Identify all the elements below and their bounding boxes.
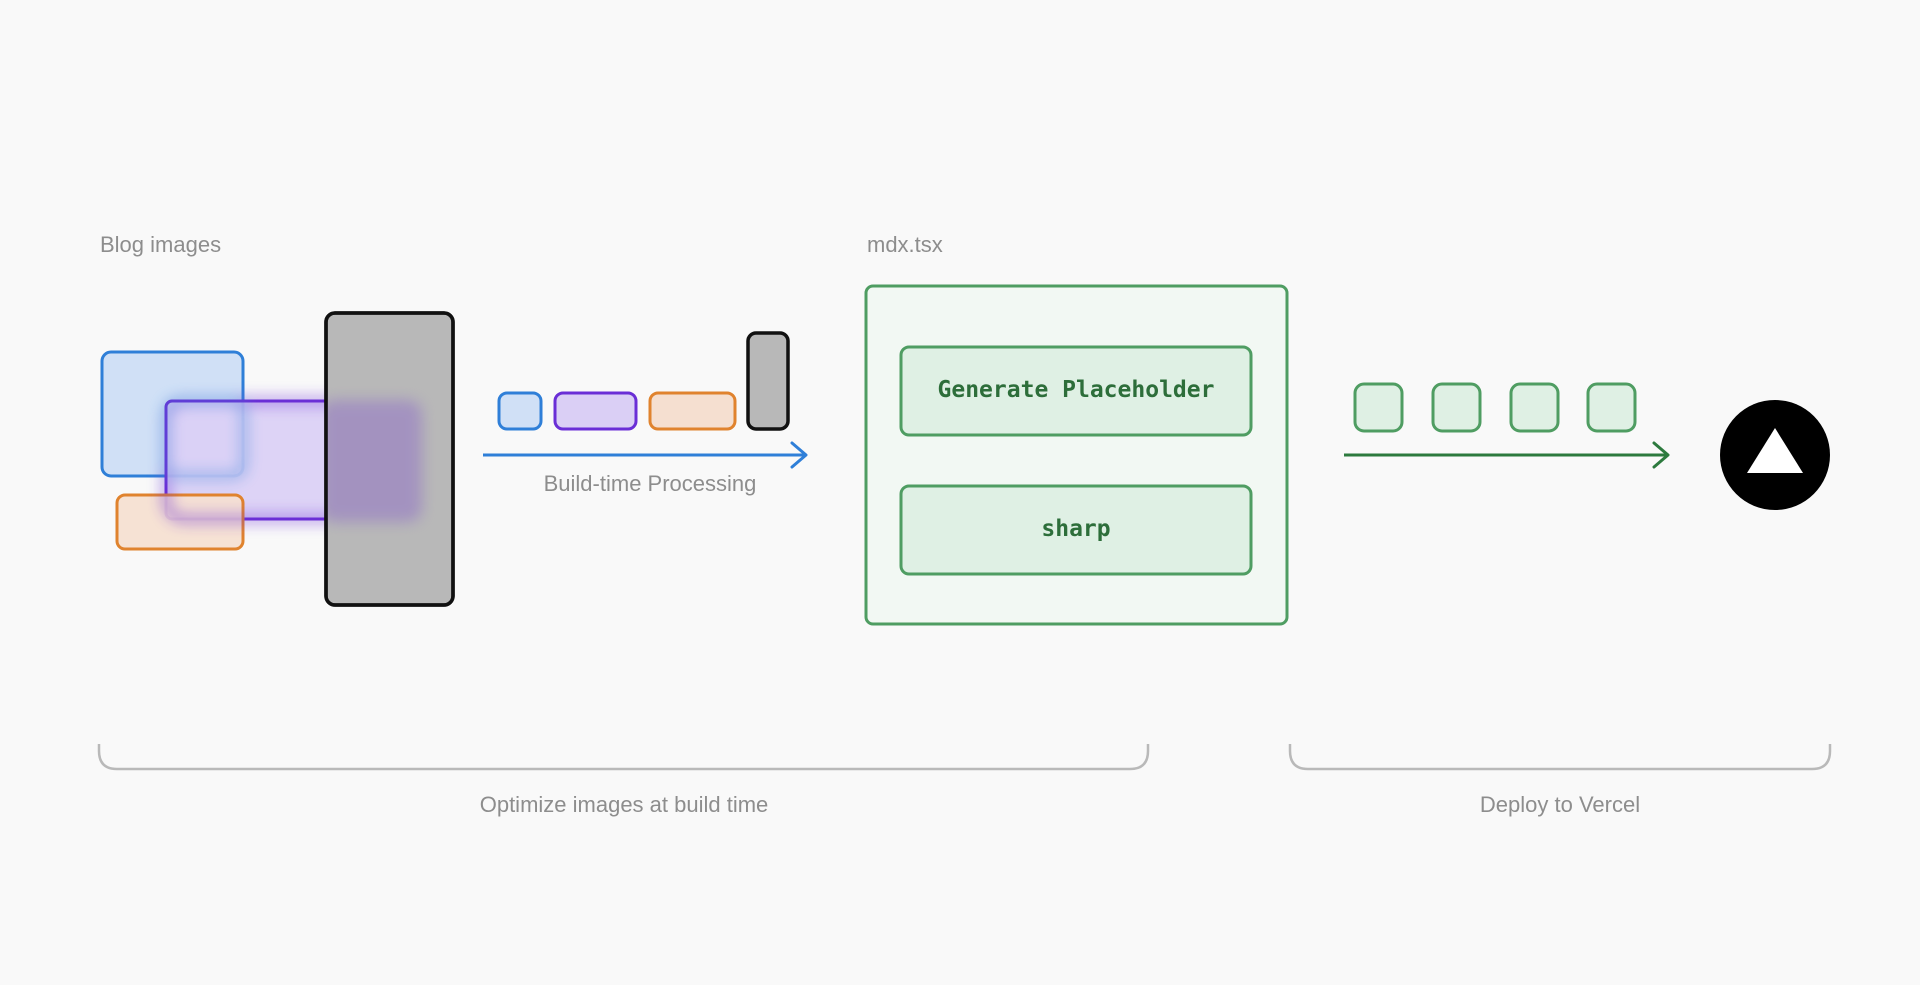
bracket-deploy: [1288, 744, 1832, 771]
blog-images-cluster: [100, 311, 455, 607]
step-sharp: sharp: [1041, 516, 1111, 542]
deployed-image: [1431, 382, 1482, 433]
build-processing-label: Build-time Processing: [543, 471, 757, 496]
bracket-optimize: [97, 744, 1150, 771]
processed-image-purple: [553, 391, 638, 431]
build-arrow: [483, 441, 808, 469]
bracket-optimize-label: Optimize images at build time: [479, 792, 769, 817]
deployed-images: [1353, 382, 1637, 433]
processed-image-orange: [648, 391, 737, 431]
mdx-label: mdx.tsx: [867, 232, 943, 257]
processed-image-blue: [497, 391, 543, 431]
gray-blur-overlay: [327, 400, 422, 522]
step-box-sharp: [899, 484, 1253, 576]
step-box-generate: [899, 345, 1253, 437]
deploy-arrow: [1344, 441, 1670, 469]
step-generate-placeholder: Generate Placeholder: [937, 377, 1215, 403]
blog-images-label: Blog images: [100, 232, 222, 257]
deployed-image: [1586, 382, 1637, 433]
processed-image-gray: [746, 331, 790, 431]
bracket-deploy-label: Deploy to Vercel: [1479, 792, 1641, 817]
deployed-image: [1509, 382, 1560, 433]
deployed-image: [1353, 382, 1404, 433]
vercel-triangle-icon: [1720, 400, 1830, 510]
processed-images: [497, 331, 790, 431]
